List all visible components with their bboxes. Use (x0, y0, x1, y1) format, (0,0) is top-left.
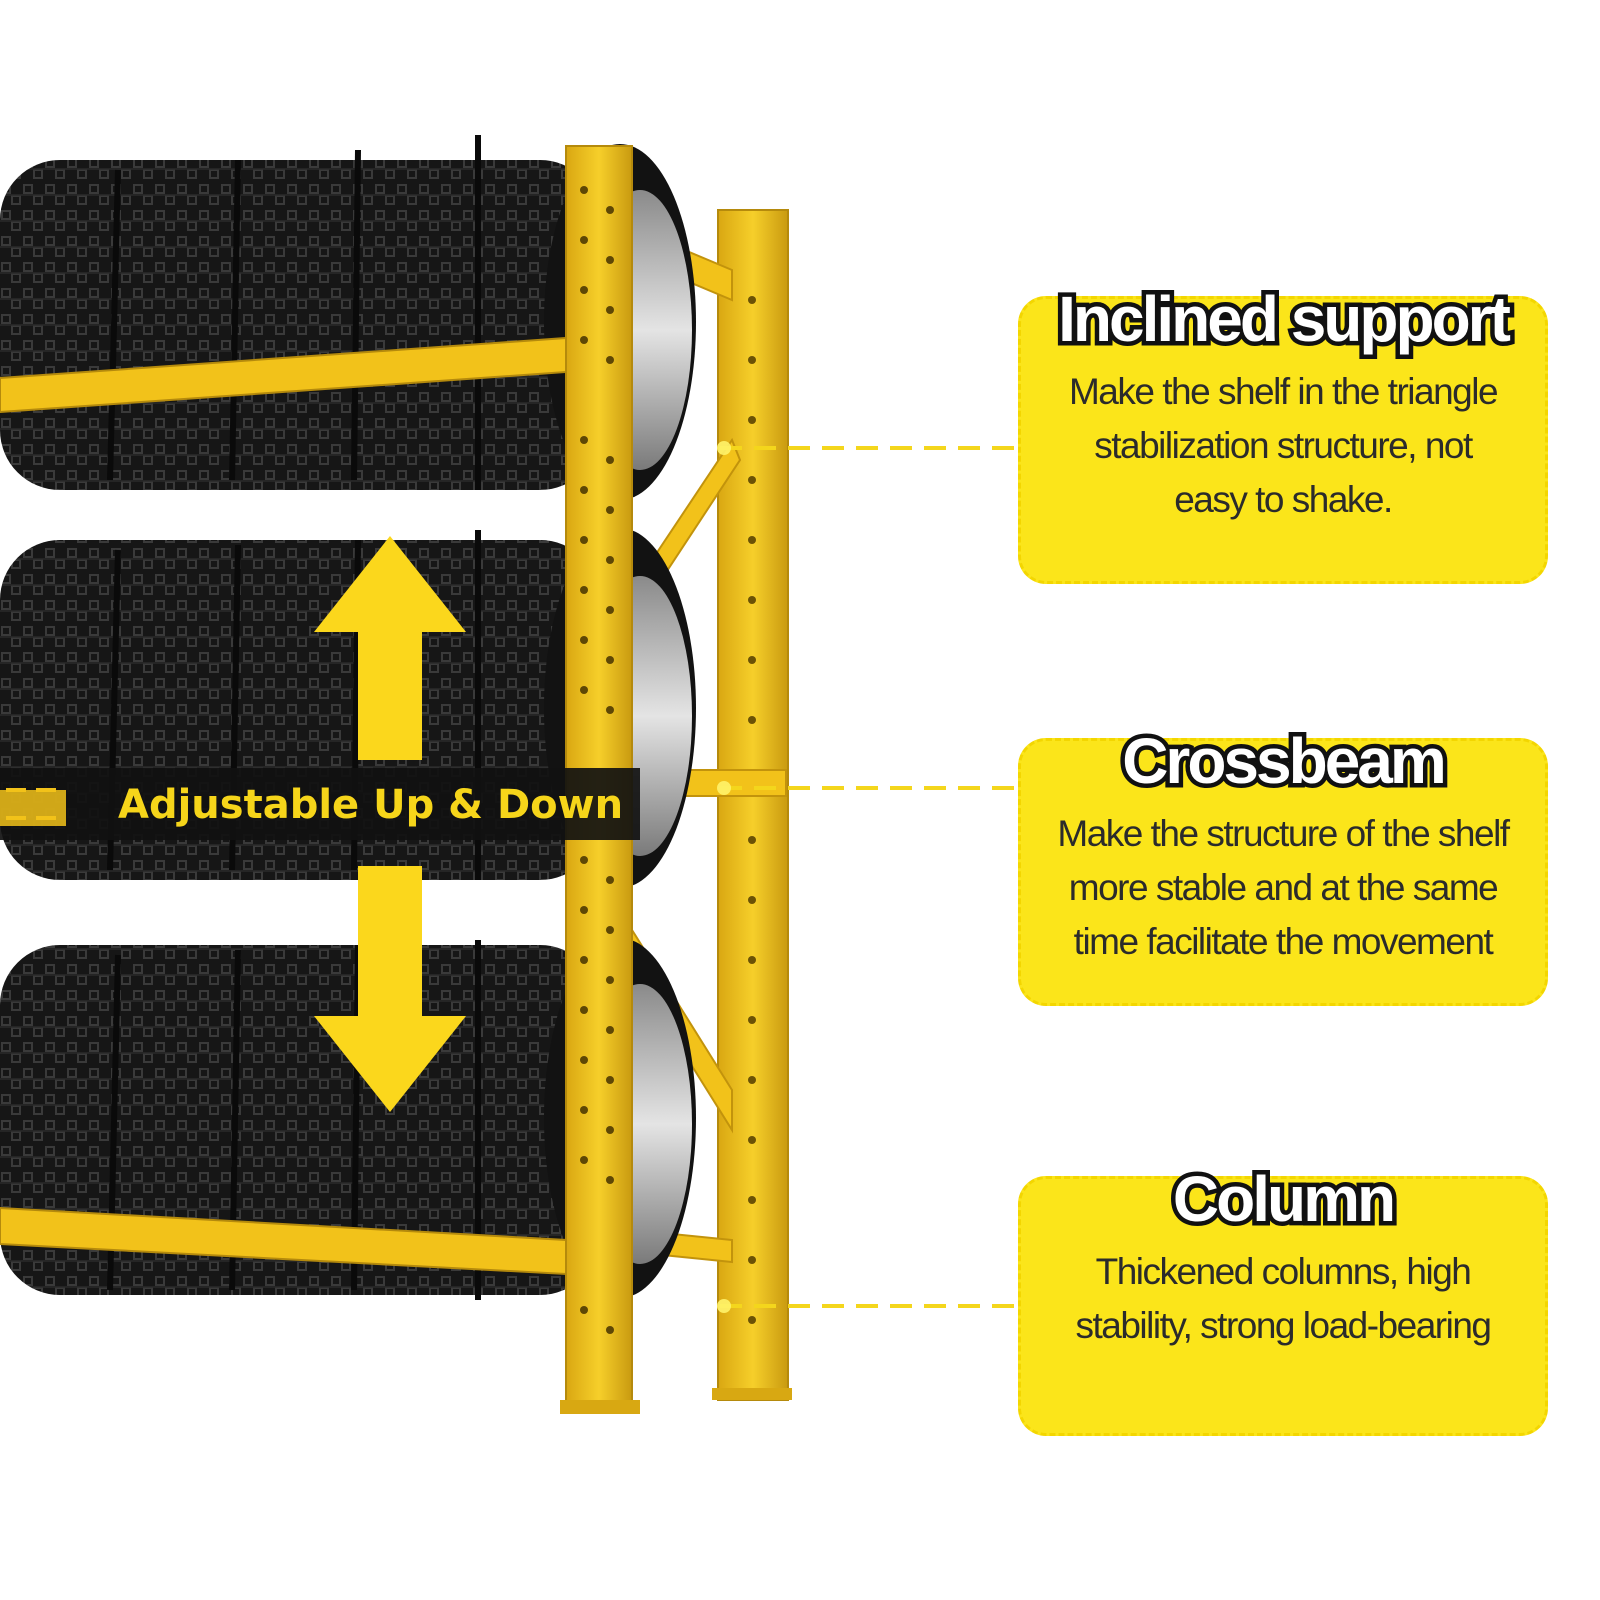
callout-description: Make the structure of the shelf more sta… (1021, 807, 1545, 969)
adjust-band (0, 768, 640, 840)
callout-line: Make the structure of the shelf (1057, 813, 1510, 854)
callout-title: Column (1168, 1163, 1400, 1236)
double-arrow-up-down-icon (314, 536, 466, 1112)
callout-line: easy to shake. (1174, 479, 1393, 520)
callout-column: Column Thickened columns, high stability… (1018, 1163, 1548, 1436)
rear-upright (717, 209, 789, 1401)
leader-lines (720, 446, 1018, 1308)
callout-title: Inclined support (1054, 283, 1516, 356)
callout-description: Thickened columns, high stability, stron… (1021, 1245, 1545, 1353)
callout-line: more stable and at the same (1068, 867, 1499, 908)
callout-line: stabilization structure, not (1094, 425, 1473, 466)
callout-line: Make the shelf in the triangle (1068, 371, 1499, 412)
callout-line: time facilitate the movement (1073, 921, 1494, 962)
callout-crossbeam: Crossbeam Make the structure of the shel… (1018, 725, 1548, 1006)
callout-line: Thickened columns, high (1095, 1251, 1472, 1292)
callout-title: Crossbeam (1118, 725, 1452, 798)
callout-inclined-support: Inclined support Make the shelf in the t… (1018, 283, 1548, 584)
adjust-label: Adjustable Up & Down (118, 782, 624, 828)
callout-line: stability, strong load-bearing (1075, 1305, 1492, 1346)
callout-description: Make the shelf in the triangle stabiliza… (1021, 365, 1545, 527)
